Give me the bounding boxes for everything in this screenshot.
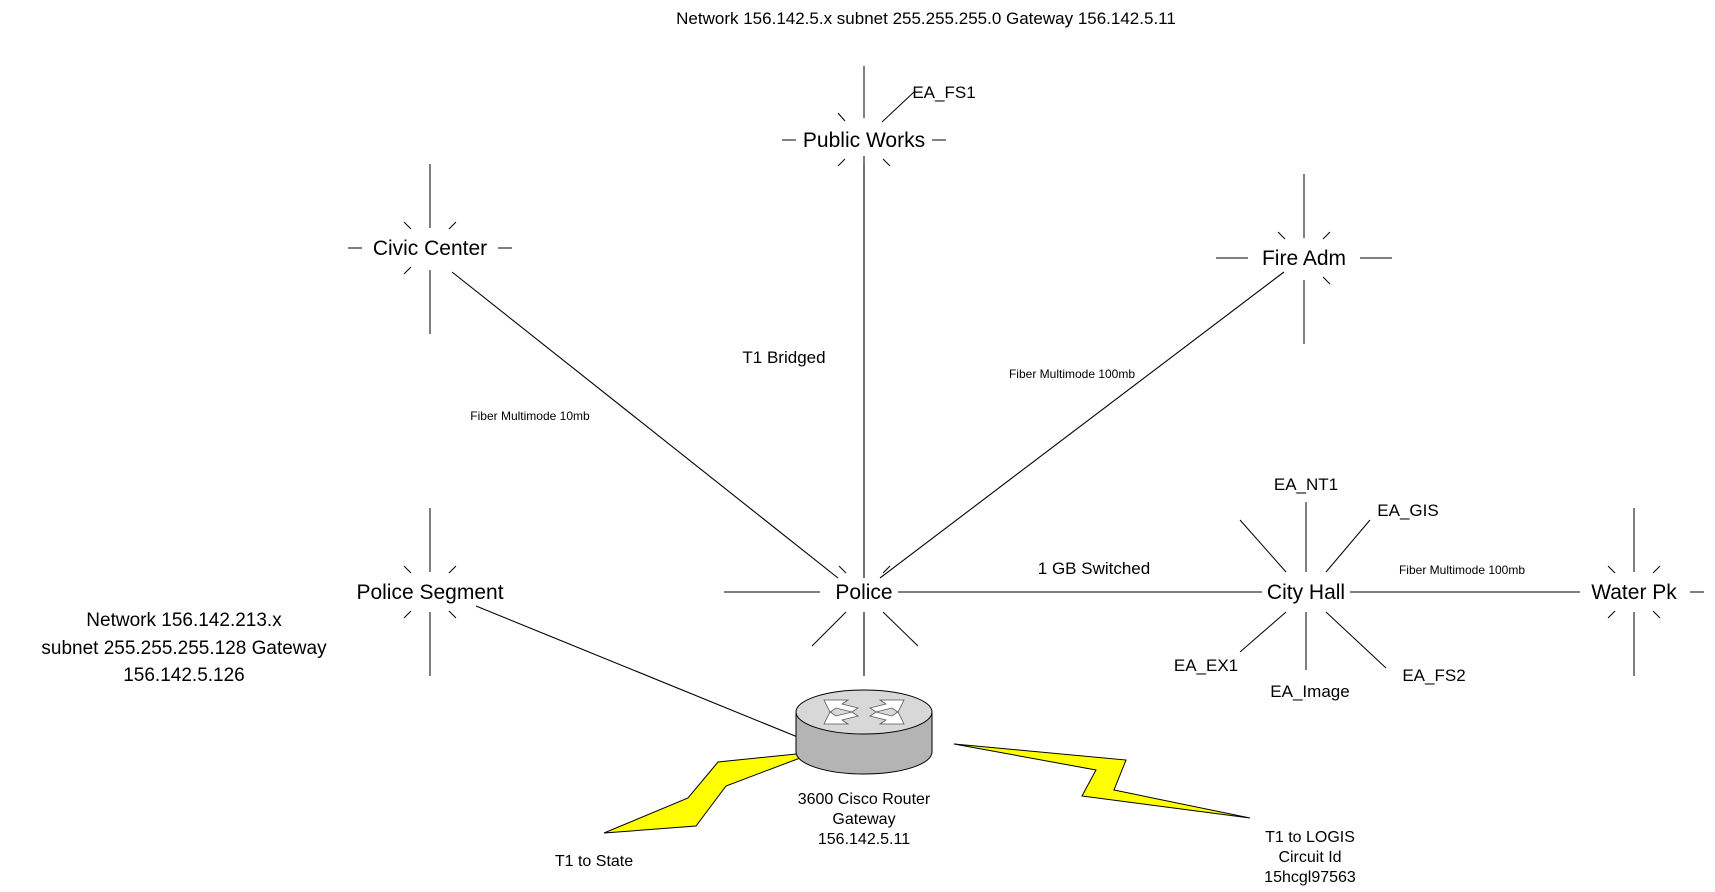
- wan-label-logis-line-3: 15hcgl97563: [1264, 869, 1356, 886]
- router-label-line-3: 156.142.5.11: [818, 831, 910, 848]
- link-label-gb-switched: 1 GB Switched: [1038, 559, 1150, 578]
- node-fire-adm[interactable]: Fire Adm: [1216, 174, 1392, 344]
- router-arrows-icon: [823, 699, 905, 725]
- wan-label-state: T1 to State: [555, 853, 633, 870]
- link-label-t1-bridged: T1 Bridged: [742, 348, 825, 367]
- server-label-ea-gis: EA_GIS: [1377, 501, 1438, 520]
- router-top: [795, 689, 933, 735]
- diagram-title: Network 156.142.5.x subnet 255.255.255.0…: [676, 9, 1176, 28]
- node-city-hall[interactable]: City Hall: [1239, 502, 1387, 670]
- server-label-ea-ex1: EA_EX1: [1174, 656, 1238, 675]
- node-label-water-pk: Water Pk: [1591, 581, 1677, 604]
- wan-lightning-state: [603, 751, 817, 834]
- wan-label-logis-line-1: T1 to LOGIS: [1265, 829, 1355, 846]
- link-label-fiber-water: Fiber Multimode 100mb: [1399, 563, 1525, 577]
- node-label-city-hall: City Hall: [1267, 581, 1345, 604]
- network-note-line-3: 156.142.5.126: [123, 665, 245, 686]
- node-civic-center[interactable]: Civic Center: [348, 164, 512, 334]
- node-label-police-segment: Police Segment: [356, 581, 503, 604]
- link-police-fire-adm: [879, 271, 1285, 579]
- link-police-segment-router: [475, 605, 801, 739]
- wan-lightning-logis: [953, 743, 1251, 819]
- node-label-police: Police: [835, 581, 892, 604]
- node-police-segment[interactable]: Police Segment: [356, 508, 504, 676]
- node-police[interactable]: Police: [724, 565, 919, 647]
- node-water-pk[interactable]: Water Pk: [1591, 508, 1704, 676]
- wan-label-logis-line-2: Circuit Id: [1278, 849, 1341, 866]
- link-police-civic-center: [451, 271, 839, 579]
- server-label-ea-fs2: EA_FS2: [1402, 666, 1465, 685]
- router-label-line-2: Gateway: [832, 811, 895, 828]
- link-label-fiber-civic: Fiber Multimode 10mb: [470, 409, 590, 423]
- network-note-line-1: Network 156.142.213.x: [86, 610, 282, 631]
- server-label-ea-nt1: EA_NT1: [1274, 475, 1338, 494]
- server-label-ea-image: EA_Image: [1270, 682, 1349, 701]
- node-public-works[interactable]: Public Works: [782, 66, 946, 170]
- node-label-fire-adm: Fire Adm: [1262, 247, 1346, 270]
- link-label-fiber-fire: Fiber Multimode 100mb: [1009, 367, 1135, 381]
- cisco-router[interactable]: [795, 689, 933, 775]
- node-label-civic-center: Civic Center: [373, 237, 487, 260]
- router-label-line-1: 3600 Cisco Router: [798, 791, 931, 808]
- network-note-line-2: subnet 255.255.255.128 Gateway: [41, 638, 327, 659]
- police-segment-network-note: Network 156.142.213.x subnet 255.255.255…: [41, 610, 327, 686]
- server-label-ea-fs1: EA_FS1: [912, 83, 975, 102]
- node-label-public-works: Public Works: [803, 129, 925, 152]
